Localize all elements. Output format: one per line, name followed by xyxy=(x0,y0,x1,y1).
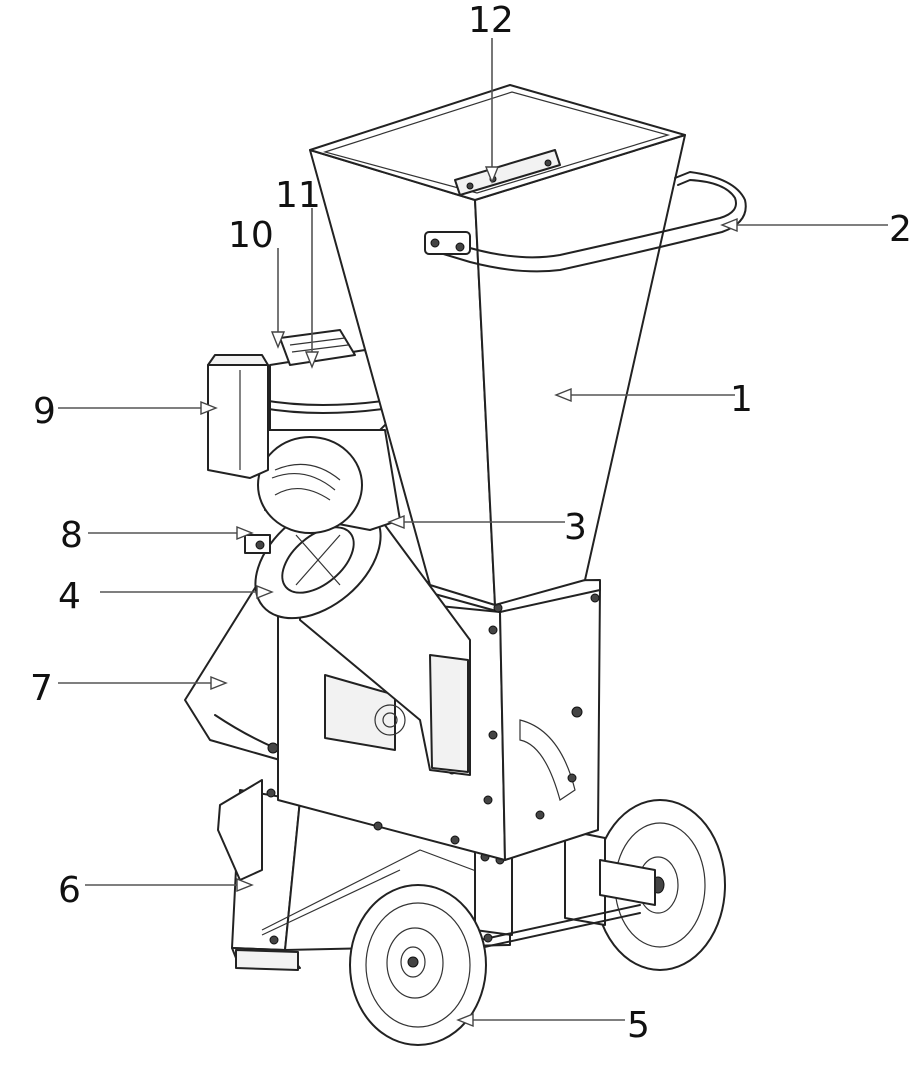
callout-3: 3 xyxy=(564,507,587,548)
callout-7: 7 xyxy=(30,668,53,709)
callout-numbers: 1 2 3 4 5 6 7 8 9 10 11 12 xyxy=(30,0,910,1046)
chute-inlet-flange xyxy=(254,500,382,620)
leader-lines xyxy=(58,38,888,1028)
callout-12: 12 xyxy=(468,0,514,41)
rear-wheel xyxy=(594,799,726,971)
callout-2: 2 xyxy=(889,209,910,250)
discharge-chute xyxy=(184,579,286,881)
callout-5: 5 xyxy=(627,1005,650,1046)
callout-1: 1 xyxy=(730,379,753,420)
callout-6: 6 xyxy=(58,870,81,911)
hopper xyxy=(309,84,686,606)
callout-11: 11 xyxy=(275,175,321,216)
callout-9: 9 xyxy=(33,391,56,432)
callout-8: 8 xyxy=(60,515,83,556)
front-wheel xyxy=(349,884,487,1046)
handle xyxy=(424,171,747,273)
air-filter xyxy=(207,354,269,479)
callout-4: 4 xyxy=(58,576,81,617)
engine xyxy=(244,329,401,554)
callout-10: 10 xyxy=(228,215,274,256)
